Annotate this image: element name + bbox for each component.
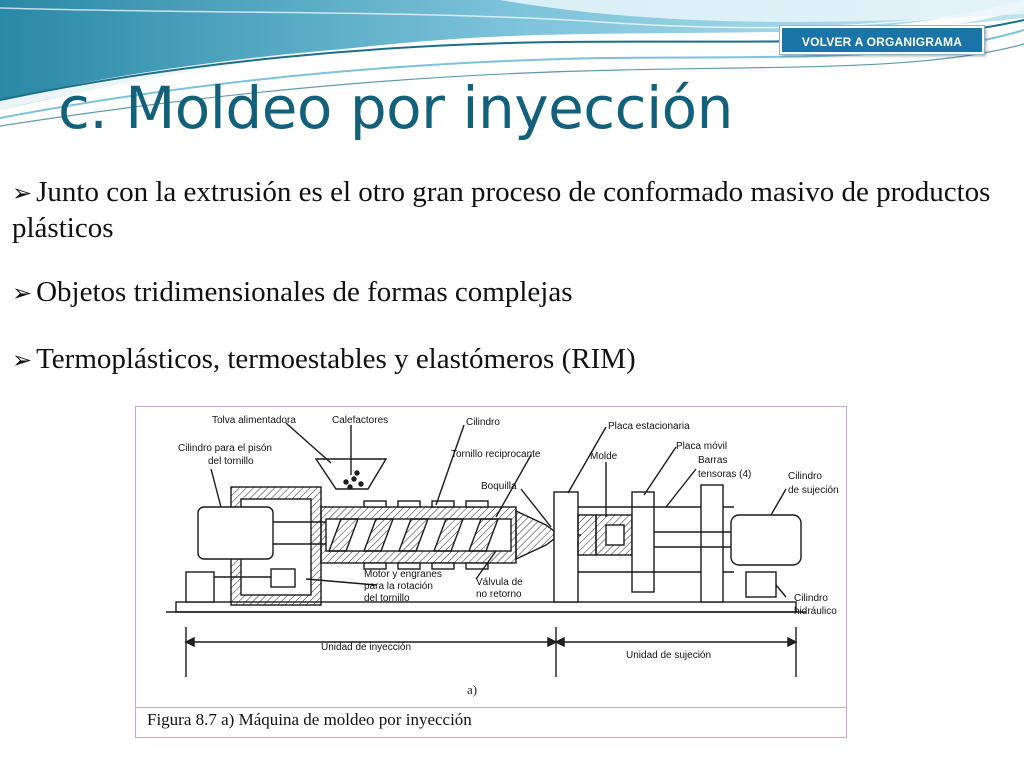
figure-caption: Figura 8.7 a) Máquina de moldeo por inye… bbox=[147, 710, 472, 729]
arrowhead-bullet-icon: ➢ bbox=[12, 181, 33, 207]
bullet-text: Termoplásticos, termoestables y elastóme… bbox=[36, 343, 636, 375]
volver-organigrama-button[interactable]: VOLVER A ORGANIGRAMA bbox=[780, 26, 984, 54]
header-wave-decoration bbox=[0, 0, 1024, 127]
injection-molding-machine-diagram: Tolva alimentadora Calefactores Cilindro… bbox=[166, 415, 839, 677]
label-placa-movil: Placa móvil bbox=[676, 441, 727, 452]
label-valvula-2: no retorno bbox=[476, 589, 522, 600]
label-tolva: Tolva alimentadora bbox=[212, 415, 296, 426]
label-boquilla: Boquilla bbox=[481, 481, 517, 492]
label-cilindro-piston: Cilindro para el pisón bbox=[178, 443, 272, 454]
label-del-tornillo: del tornillo bbox=[208, 456, 254, 467]
figure-sublabel: a) bbox=[467, 682, 478, 697]
bullet-item: ➢Objetos tridimensionales de formas comp… bbox=[12, 275, 1002, 311]
arrowhead-bullet-icon: ➢ bbox=[12, 348, 33, 374]
label-motor-2: para la rotación bbox=[364, 581, 433, 592]
label-tensoras: tensoras (4) bbox=[698, 469, 751, 480]
caption-box bbox=[136, 707, 846, 737]
arrowhead-bullet-icon: ➢ bbox=[12, 281, 33, 307]
bullet-item: ➢Junto con la extrusión es el otro gran … bbox=[12, 175, 1002, 245]
bullet-item: ➢Termoplásticos, termoestables y elastóm… bbox=[12, 342, 1002, 378]
label-hidraulico-1: Cilindro bbox=[794, 593, 828, 604]
label-cilindro-sujecion: Cilindro bbox=[788, 471, 822, 482]
page-title: c. Moldeo por inyección bbox=[58, 74, 733, 142]
label-hidraulico-2: hidráulico bbox=[794, 606, 837, 617]
label-placa-estacionaria: Placa estacionaria bbox=[608, 421, 690, 432]
label-unidad-inyeccion: Unidad de inyección bbox=[321, 642, 411, 653]
bullet-text: Junto con la extrusión es el otro gran p… bbox=[12, 176, 991, 244]
label-de-sujecion: de sujeción bbox=[788, 485, 839, 496]
label-motor-1: Motor y engranes bbox=[364, 569, 442, 580]
label-tornillo-reciprocante: Tornillo reciprocante bbox=[451, 449, 541, 460]
injection-molding-figure: Tolva alimentadora Calefactores Cilindro… bbox=[135, 406, 847, 738]
label-unidad-sujecion: Unidad de sujeción bbox=[626, 650, 711, 661]
label-valvula-1: Válvula de bbox=[476, 577, 523, 588]
label-cilindro: Cilindro bbox=[466, 417, 500, 428]
label-motor-3: del tornillo bbox=[364, 593, 410, 604]
bullet-text: Objetos tridimensionales de formas compl… bbox=[36, 276, 573, 308]
label-calefactores: Calefactores bbox=[332, 415, 388, 426]
label-barras: Barras bbox=[698, 455, 727, 466]
label-molde: Molde bbox=[590, 451, 618, 462]
